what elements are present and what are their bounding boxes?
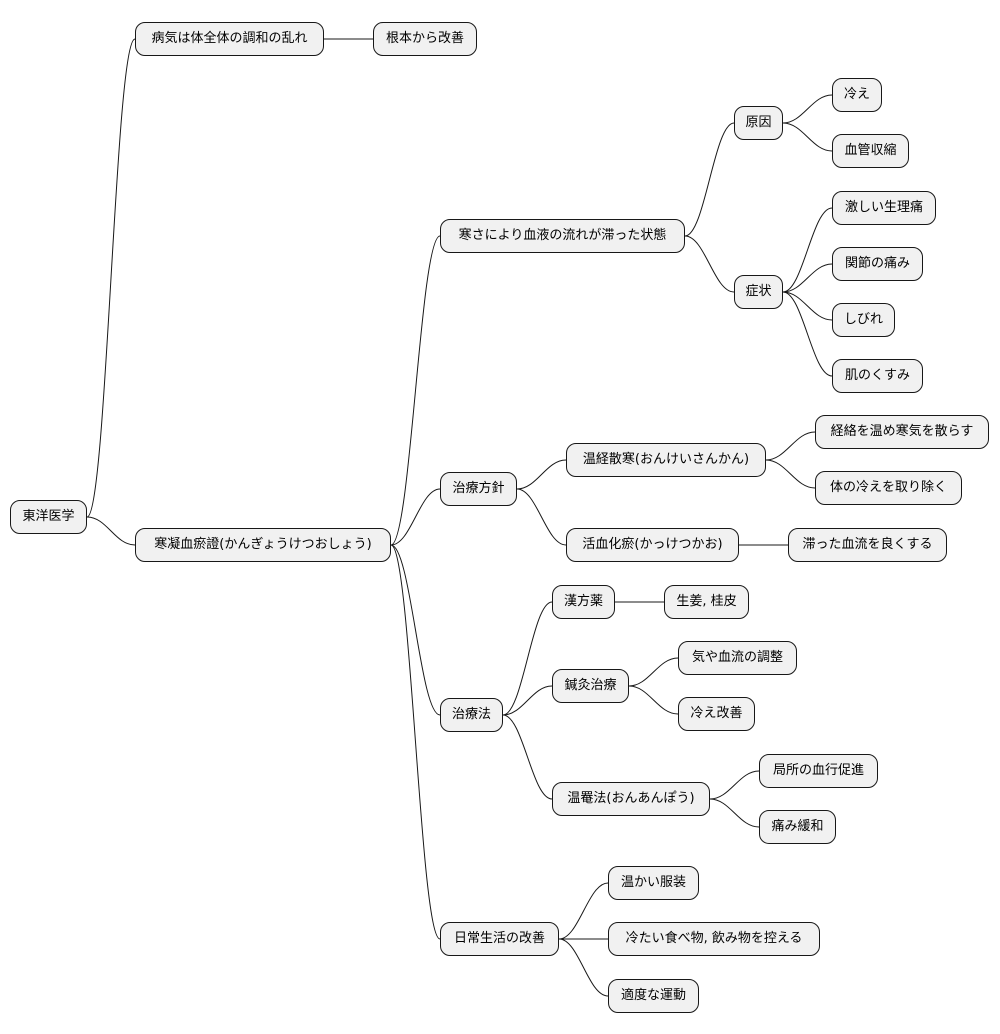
edge-node-treatment-policy-to-node-activate-blood <box>516 488 567 546</box>
node-cause-vasoconstriction: 血管収縮 <box>832 134 909 168</box>
edge-node-symptom-to-node-symptom-dull-skin <box>782 291 833 377</box>
edge-node-kangyo-ketsuo-to-node-daily-life <box>390 544 441 940</box>
edge-node-kangyo-ketsuo-to-node-treatment-methods <box>390 544 441 716</box>
node-warm-meridians: 経絡を温め寒気を散らす <box>815 415 989 449</box>
edge-node-warm-channel-to-node-warm-meridians <box>765 431 816 461</box>
edge-node-cause-to-node-cause-cold <box>782 94 833 124</box>
edge-node-daily-life-to-node-moderate-exercise <box>558 938 609 997</box>
edge-node-kangyo-ketsuo-to-node-cold-blood-stagnation <box>390 235 441 546</box>
node-warm-channel: 温経散寒(おんけいさんかん) <box>566 443 766 477</box>
node-kangyo-ketsuo: 寒凝血瘀證(かんぎょうけつおしょう) <box>135 528 391 562</box>
edge-node-hot-compress-to-node-pain-relief <box>709 798 760 828</box>
node-moderate-exercise: 適度な運動 <box>608 979 699 1013</box>
node-kampo: 漢方薬 <box>552 585 615 619</box>
node-symptom-joint-pain: 関節の痛み <box>832 247 923 281</box>
node-ginger-cinnamon: 生姜, 桂皮 <box>664 585 749 619</box>
node-disease-harmony: 病気は体全体の調和の乱れ <box>135 22 324 56</box>
edge-node-treatment-policy-to-node-warm-channel <box>516 459 567 490</box>
node-local-circulation: 局所の血行促進 <box>759 754 878 788</box>
node-improve-flow: 滞った血流を良くする <box>788 528 947 562</box>
node-symptom-period-pain: 激しい生理痛 <box>832 191 936 225</box>
edge-node-symptom-to-node-symptom-joint-pain <box>782 263 833 293</box>
edge-node-treatment-methods-to-node-acupuncture <box>502 685 553 716</box>
node-cause: 原因 <box>734 106 783 140</box>
node-cold-blood-stagnation: 寒さにより血液の流れが滞った状態 <box>440 219 685 253</box>
node-treatment-methods: 治療法 <box>440 698 503 732</box>
node-warm-clothes: 温かい服装 <box>608 866 699 900</box>
edge-node-acupuncture-to-node-chill-improve <box>628 685 679 715</box>
node-chill-improve: 冷え改善 <box>678 697 755 731</box>
edge-node-treatment-methods-to-node-hot-compress <box>502 714 553 800</box>
edge-root-node-to-node-disease-harmony <box>86 38 136 518</box>
edge-node-symptom-to-node-symptom-period-pain <box>782 207 833 293</box>
node-symptom-dull-skin: 肌のくすみ <box>832 359 923 393</box>
edge-node-cold-blood-stagnation-to-node-symptom <box>684 235 735 293</box>
edge-node-acupuncture-to-node-qi-blood-adjust <box>628 657 679 687</box>
edge-node-hot-compress-to-node-local-circulation <box>709 770 760 800</box>
node-cause-cold: 冷え <box>832 78 882 112</box>
node-daily-life: 日常生活の改善 <box>440 922 559 956</box>
node-remove-chill: 体の冷えを取り除く <box>815 471 962 505</box>
node-acupuncture: 鍼灸治療 <box>552 669 629 703</box>
edge-node-daily-life-to-node-warm-clothes <box>558 882 609 940</box>
node-qi-blood-adjust: 気や血流の調整 <box>678 641 797 675</box>
root-node: 東洋医学 <box>10 500 87 534</box>
node-activate-blood: 活血化瘀(かっけつかお) <box>566 528 739 562</box>
edge-node-treatment-methods-to-node-kampo <box>502 601 553 716</box>
node-symptom-numbness: しびれ <box>832 303 895 337</box>
edge-node-warm-channel-to-node-remove-chill <box>765 459 816 489</box>
node-treatment-policy: 治療方針 <box>440 472 517 506</box>
node-symptom: 症状 <box>734 275 783 309</box>
edge-root-node-to-node-kangyo-ketsuo <box>86 516 136 546</box>
node-hot-compress: 温罨法(おんあんぽう) <box>552 782 710 816</box>
node-root-improvement: 根本から改善 <box>373 22 477 56</box>
edge-node-cold-blood-stagnation-to-node-cause <box>684 122 735 237</box>
edge-node-cause-to-node-cause-vasoconstriction <box>782 122 833 152</box>
edge-node-kangyo-ketsuo-to-node-treatment-policy <box>390 488 441 546</box>
node-avoid-cold-food: 冷たい食べ物, 飲み物を控える <box>608 922 820 956</box>
edge-node-symptom-to-node-symptom-numbness <box>782 291 833 321</box>
node-pain-relief: 痛み緩和 <box>759 810 836 844</box>
